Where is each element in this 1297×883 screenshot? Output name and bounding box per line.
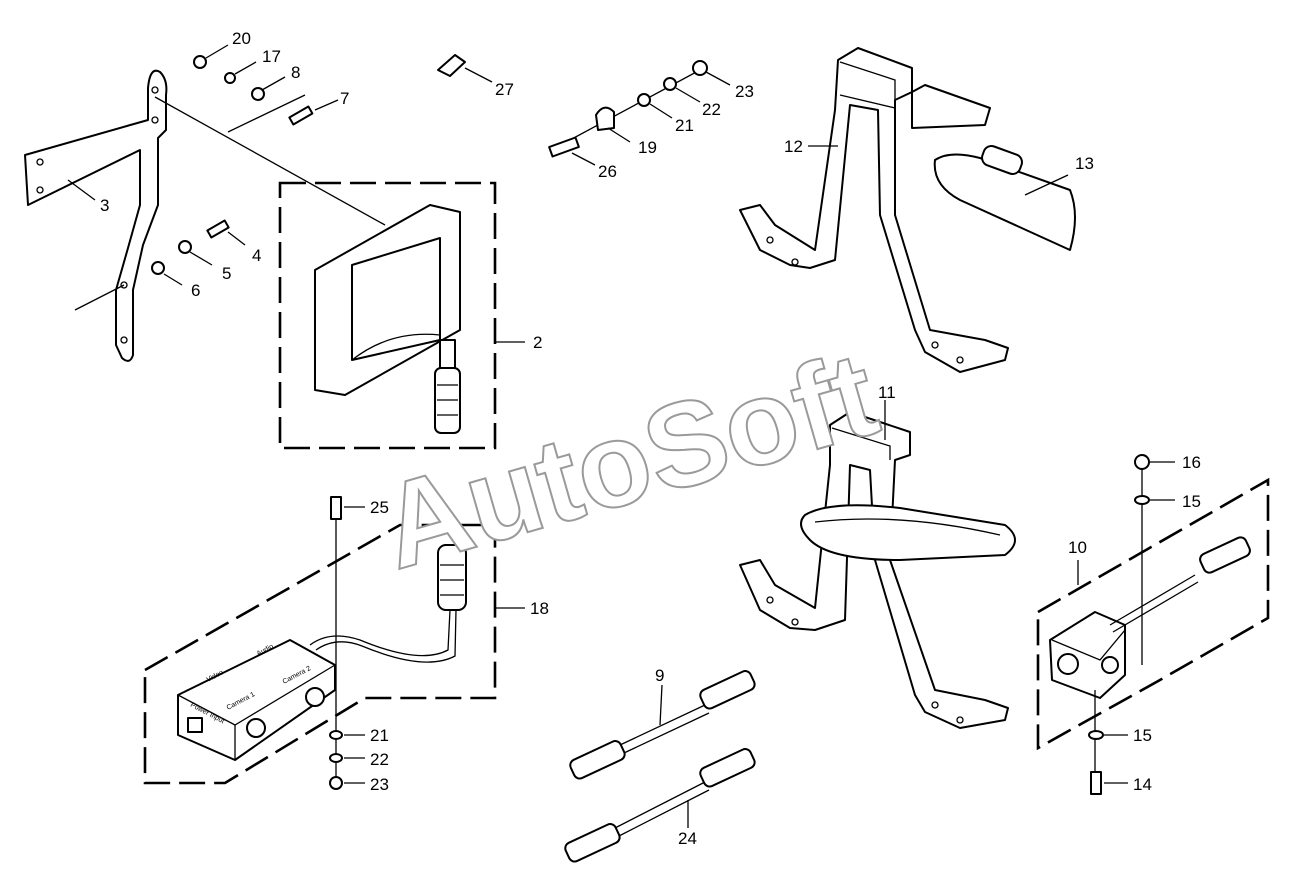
hardware-screws-4-6 [151, 219, 246, 286]
cushion-part-13 [933, 145, 1076, 251]
callout-2: 2 [533, 333, 542, 352]
camera-group-box [1036, 477, 1270, 751]
callout-18: 18 [530, 599, 549, 618]
callout-5: 5 [222, 264, 231, 283]
callout-22-bottom: 22 [370, 750, 389, 769]
hardware-screws-7-20 [193, 44, 339, 133]
callout-20: 20 [232, 29, 251, 48]
callout-labels: 20 17 8 7 27 23 22 21 19 26 3 4 5 6 2 12… [100, 29, 1201, 848]
callout-14: 14 [1133, 775, 1152, 794]
callout-19: 19 [638, 138, 657, 157]
cable-part-9 [569, 670, 756, 780]
clamp-part-19-26 [548, 60, 731, 166]
callout-15-top: 15 [1182, 492, 1201, 511]
callout-12: 12 [784, 137, 803, 156]
callout-21-bottom: 21 [370, 726, 389, 745]
callout-17: 17 [262, 47, 281, 66]
callout-22: 22 [702, 100, 721, 119]
callout-23-bottom: 23 [370, 775, 389, 794]
callout-11: 11 [878, 383, 896, 402]
hardware-14-16 [1088, 454, 1175, 795]
camera-part-10 [1049, 462, 1251, 785]
callout-10: 10 [1068, 538, 1087, 557]
callout-6: 6 [191, 281, 200, 300]
clamp-part-27 [437, 54, 493, 83]
monitor-group-box [278, 181, 497, 450]
callout-27: 27 [495, 80, 514, 99]
callout-24: 24 [678, 829, 697, 848]
callout-21: 21 [675, 116, 694, 135]
callout-16: 16 [1182, 453, 1201, 472]
control-box-group-box [143, 523, 497, 785]
callout-13: 13 [1075, 154, 1094, 173]
bracket-part-3 [24, 69, 386, 362]
monitor-part-2 [314, 204, 525, 434]
callout-3: 3 [100, 196, 109, 215]
callout-15-bottom: 15 [1133, 726, 1152, 745]
control-box-part-18: Video Audio Power Input Camera 1 Camera … [177, 544, 525, 761]
callout-8: 8 [291, 63, 300, 82]
callout-25: 25 [370, 498, 389, 517]
screw-part-25 [329, 496, 365, 790]
callout-9: 9 [655, 666, 664, 685]
callout-26: 26 [598, 162, 617, 181]
stand-part-12 [739, 47, 1009, 373]
callout-4: 4 [252, 246, 261, 265]
callout-7: 7 [340, 89, 349, 108]
cable-part-24 [564, 748, 756, 863]
callout-23: 23 [735, 82, 754, 101]
stand-part-11 [739, 400, 1016, 729]
